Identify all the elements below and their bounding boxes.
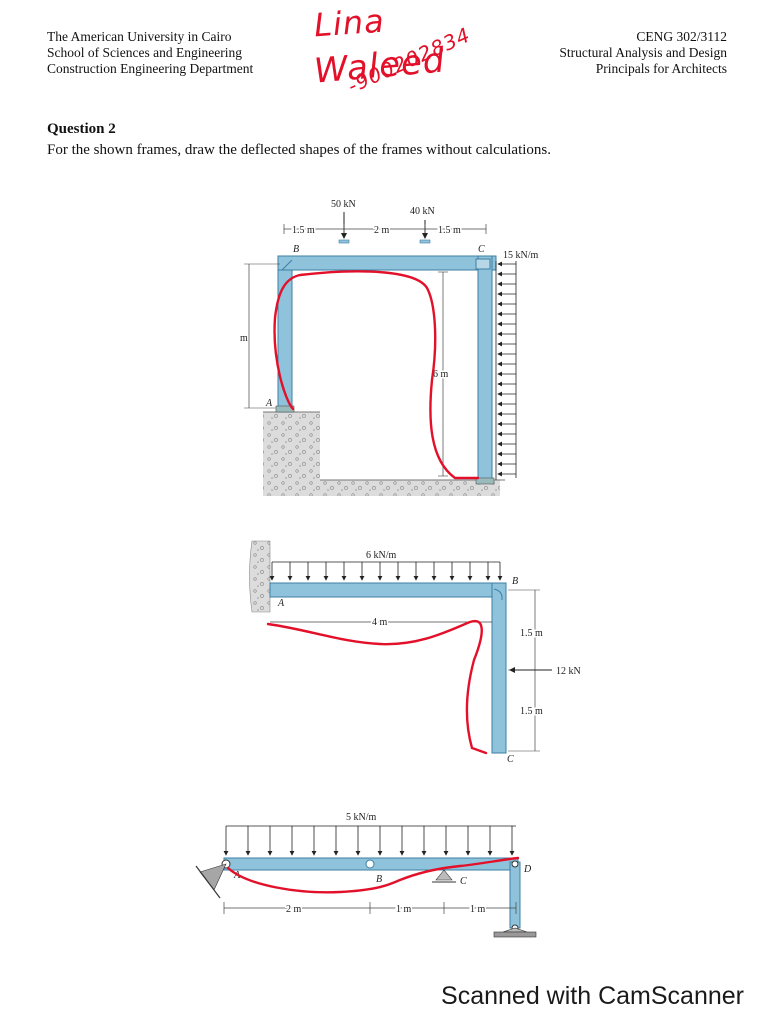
dim-1m-a-f3: 1 m (396, 904, 412, 915)
hanging-column (491, 582, 507, 754)
cantilever-beam (269, 582, 507, 598)
dist-load-5kn-label: 5 kN/m (346, 812, 377, 823)
question-text: For the shown frames, draw the deflected… (47, 142, 552, 158)
node-c-label: C (478, 244, 485, 255)
column-right (477, 255, 493, 481)
dim-1-5m-b: 1.5 m (438, 225, 461, 236)
load-12kn-label: 12 kN (556, 666, 581, 677)
dim-2m: 2 m (374, 225, 390, 236)
deflection-sketch-3 (226, 856, 520, 894)
fixed-wall (249, 540, 271, 613)
support-d (502, 927, 528, 933)
hinge-b (365, 859, 375, 869)
department-name: Construction Engineering Department (47, 61, 254, 76)
height-6m-label: 6 m (433, 369, 449, 380)
course-title-1: Structural Analysis and Design (559, 45, 727, 60)
dim-bottom-1-5m: 1.5 m (520, 706, 543, 717)
dist-load-arrows-bottom (223, 825, 516, 856)
height-left-label: m (240, 333, 248, 344)
deflection-sketch-2 (266, 619, 488, 755)
university-name: The American University in Cairo (47, 29, 232, 44)
node-d-label-3: D (523, 864, 532, 875)
dim-1-5m-a: 1.5 m (292, 225, 315, 236)
node-c-label-3: C (460, 876, 467, 887)
deflection-sketch-1 (273, 270, 480, 480)
node-a-label: A (265, 398, 273, 409)
column-d (509, 861, 521, 929)
dist-load-arrows-top (269, 561, 503, 581)
dim-top-1-5m: 1.5 m (520, 628, 543, 639)
load-40kn-label: 40 kN (410, 206, 435, 217)
frame-3: 5 kN/m 2 m 1 m 1 m A B C D (195, 812, 537, 938)
frame-1: 50 kN 40 kN 1.5 m 2 m 1.5 m (240, 199, 539, 496)
question-title: Question 2 (47, 121, 116, 137)
scanner-watermark: Scanned with CamScanner (441, 982, 744, 1010)
span-4m-label: 4 m (372, 617, 388, 628)
course-code: CENG 302/3112 (636, 29, 727, 44)
node-c-label-2: C (507, 754, 514, 765)
dist-load-arrows-right (495, 261, 517, 480)
node-a-label-2: A (277, 598, 285, 609)
course-title-2: Principals for Architects (595, 61, 727, 76)
load-50kn-label: 50 kN (331, 199, 356, 210)
ground-block-left (263, 412, 500, 496)
node-b-label-2: B (512, 576, 518, 587)
dim-2m-f3: 2 m (286, 904, 302, 915)
beam-top (277, 255, 497, 271)
node-b-label-3: B (376, 874, 382, 885)
header-right: CENG 302/3112 Structural Analysis and De… (559, 29, 727, 77)
dist-load-6kn-label: 6 kN/m (366, 550, 397, 561)
header-left: The American University in Cairo School … (47, 29, 253, 77)
school-name: School of Sciences and Engineering (47, 45, 242, 60)
support-c (435, 869, 453, 881)
frame-2: 6 kN/m 4 m 1.5 m 1.5 m 12 kN A B C (249, 540, 581, 765)
dim-1m-b-f3: 1 m (470, 904, 486, 915)
dist-load-15kn-label: 15 kN/m (503, 250, 539, 261)
node-b-label: B (293, 244, 299, 255)
